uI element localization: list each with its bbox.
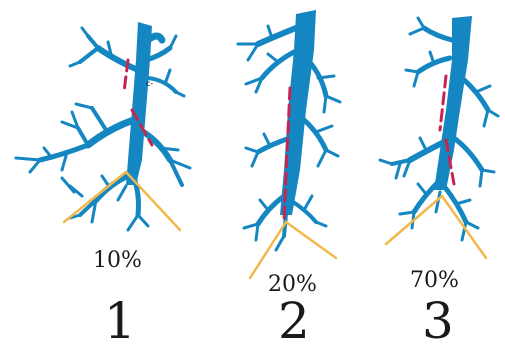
percent-label-3: 70% [410,268,459,293]
vessel-tree-1 [16,22,190,230]
percent-label-1: 10% [93,248,142,273]
annotation-1: c- [146,79,153,88]
panel-number-2: 2 [278,292,310,350]
panel-number-1: 1 [104,292,136,350]
panel-number-3: 3 [422,292,454,350]
angle-lines-2 [250,222,336,278]
